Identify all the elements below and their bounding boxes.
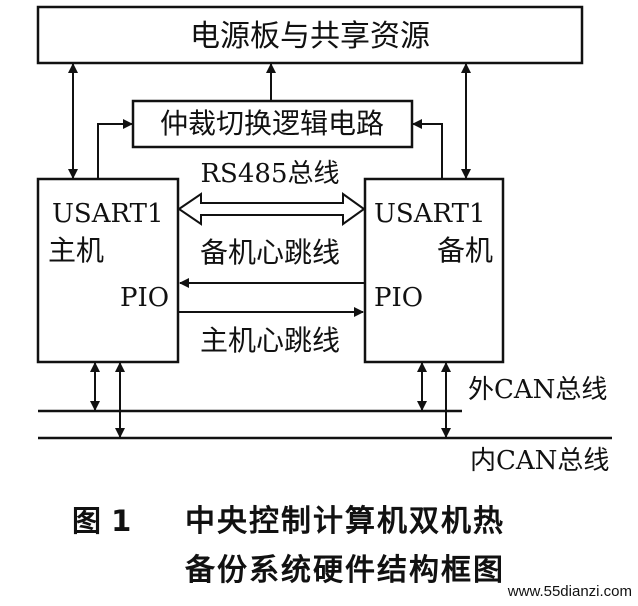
internal-can-label: 内CAN总线 — [470, 446, 609, 476]
backup-to-arbiter-arrow — [412, 119, 443, 178]
caption-line-2: 备份系统硬件结构框图 — [185, 553, 505, 588]
figure-number: 图 1 — [72, 504, 131, 538]
master-role-label: 主机 — [48, 234, 104, 267]
caption-line-1: 中央控制计算机双机热 — [185, 504, 505, 539]
backup-role-label: 备机 — [437, 234, 493, 267]
watermark: www.55dianzi.com — [507, 583, 632, 600]
master-to-arbiter-arrow — [97, 119, 133, 178]
master-pio-label: PIO — [120, 283, 169, 313]
backup-heartbeat-label: 备机心跳线 — [200, 236, 340, 269]
backup-usart-label: USART1 — [374, 199, 486, 229]
external-can-label: 外CAN总线 — [468, 375, 607, 405]
arbiter-label: 仲裁切换逻辑电路 — [160, 107, 384, 140]
rs485-bus-arrow — [177, 192, 366, 226]
power-board-box — [36, 5, 584, 65]
master-usart-label: USART1 — [52, 199, 164, 229]
backup-box — [363, 177, 505, 364]
master-heartbeat-label: 主机心跳线 — [200, 324, 340, 357]
power-board-label: 电源板与共享资源 — [190, 19, 430, 54]
master-box — [36, 177, 180, 364]
rs485-bus-label: RS485总线 — [200, 159, 339, 189]
backup-pio-label: PIO — [374, 283, 423, 313]
